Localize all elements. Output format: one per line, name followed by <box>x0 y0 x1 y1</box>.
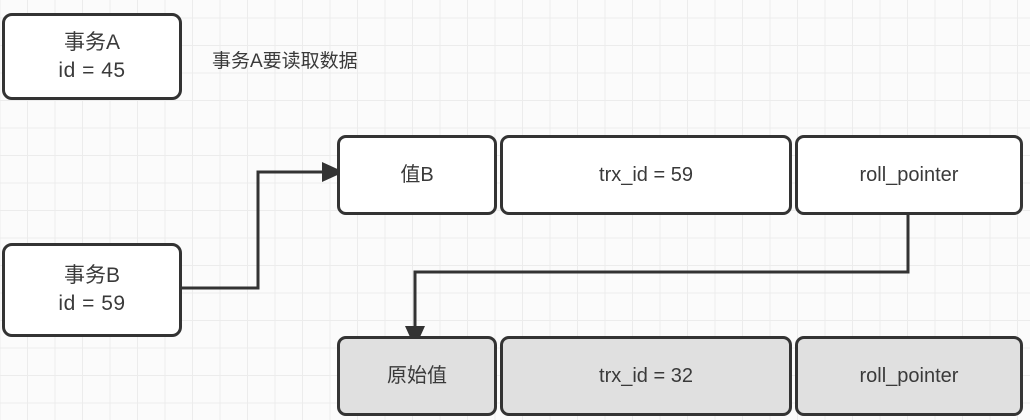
txn-b-to-current-row-arrow <box>182 162 344 290</box>
current-row-value-label: 值B <box>400 163 434 186</box>
undo-row-roll-pointer-label: roll_pointer <box>859 364 959 387</box>
undo-row-value-label: 原始值 <box>387 364 447 387</box>
txn-a-name: 事务A <box>63 30 120 54</box>
undo-row-roll-pointer-cell: roll_pointer <box>795 336 1023 416</box>
current-row-trx-id-label: trx_id = 59 <box>599 163 693 186</box>
current-row-roll-pointer-label: roll_pointer <box>859 163 959 186</box>
current-row-roll-pointer-cell: roll_pointer <box>795 135 1023 215</box>
current-row-trx-id-cell: trx_id = 59 <box>500 135 792 215</box>
txn-b-box: 事务B id = 59 <box>2 243 182 337</box>
undo-row-value-cell: 原始值 <box>337 336 497 416</box>
txn-b-id: id = 59 <box>58 292 126 315</box>
txn-b-name: 事务B <box>63 264 120 288</box>
txn-a-id: id = 45 <box>58 58 126 82</box>
undo-row-trx-id-cell: trx_id = 32 <box>500 336 792 416</box>
txn-a-box: 事务A id = 45 <box>2 13 182 100</box>
roll-pointer-to-undo-row-arrow <box>405 215 910 348</box>
current-row-value-cell: 值B <box>337 135 497 215</box>
undo-row-trx-id-label: trx_id = 32 <box>599 364 693 387</box>
caption-text: 事务A要读取数据 <box>212 51 358 72</box>
